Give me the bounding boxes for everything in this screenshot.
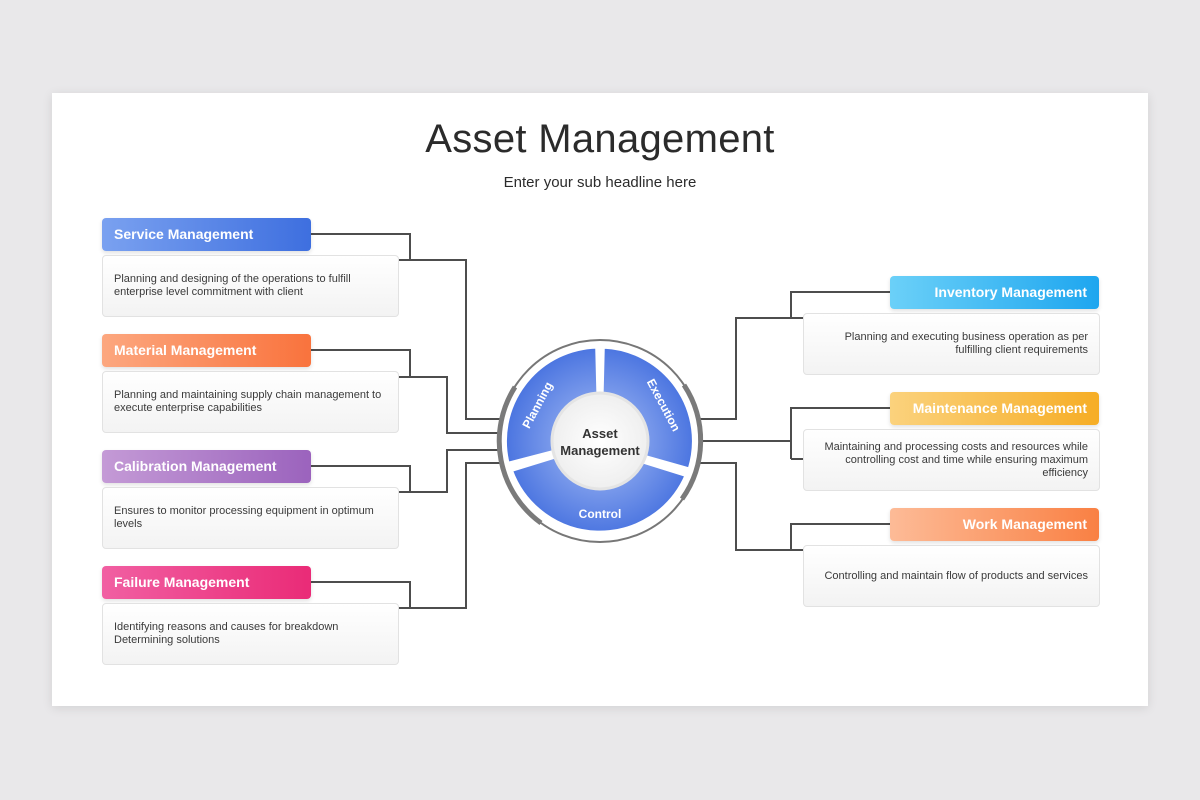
desc-material-management: Planning and maintaining supply chain ma…	[102, 371, 399, 433]
label-service-management: Service Management	[102, 218, 311, 251]
desc-line: execute enterprise capabilities	[114, 402, 262, 414]
hub-label-control: Control	[579, 507, 622, 521]
desc-service-management: Planning and designing of the operations…	[102, 255, 399, 317]
desc-line: Planning and executing business operatio…	[844, 331, 1088, 343]
desc-line: enterprise level commitment with client	[114, 286, 303, 298]
hub-center-line2: Management	[560, 443, 640, 458]
desc-line: Ensures to monitor processing equipment …	[114, 505, 374, 517]
hub-ring-accent-right	[679, 383, 704, 501]
page-subtitle: Enter your sub headline here	[503, 174, 697, 191]
desc-line: controlling cost and time while ensuring…	[845, 453, 1088, 466]
desc-line: efficiency	[1042, 466, 1088, 479]
connector-calibration	[311, 449, 500, 493]
connector-service	[311, 233, 500, 420]
hub-center-circle	[550, 391, 650, 491]
desc-line: Planning and designing of the operations…	[114, 273, 351, 285]
desc-line: Determining solutions	[114, 634, 220, 646]
desc-line: Maintaining and processing costs and res…	[824, 440, 1088, 453]
label-work-management: Work Management	[890, 508, 1099, 541]
label-calibration-management: Calibration Management	[102, 450, 311, 483]
connector-material	[311, 349, 500, 434]
connector-work	[700, 462, 890, 551]
desc-line: Identifying reasons and causes for break…	[114, 621, 339, 633]
desc-line: fulfilling client requirements	[955, 344, 1088, 356]
desc-work-management: Controlling and maintain flow of product…	[803, 545, 1100, 607]
desc-calibration-management: Ensures to monitor processing equipment …	[102, 487, 399, 549]
label-failure-management: Failure Management	[102, 566, 311, 599]
label-inventory-management: Inventory Management	[890, 276, 1099, 309]
connector-maintenance	[700, 407, 890, 459]
desc-line: levels	[114, 518, 143, 530]
desc-line: Controlling and maintain flow of product…	[824, 569, 1088, 582]
page-title: Asset Management	[425, 117, 775, 161]
desc-line: Planning and maintaining supply chain ma…	[114, 389, 382, 401]
hub-center-line1: Asset	[582, 426, 618, 441]
connector-inventory	[700, 291, 890, 420]
hub-ring-accent-left	[496, 385, 543, 526]
connector-failure	[311, 462, 500, 609]
desc-failure-management: Identifying reasons and causes for break…	[102, 603, 399, 665]
label-maintenance-management: Maintenance Management	[890, 392, 1099, 425]
desc-maintenance-management: Maintaining and processing costs and res…	[803, 429, 1100, 491]
label-material-management: Material Management	[102, 334, 311, 367]
desc-inventory-management: Planning and executing business operatio…	[803, 313, 1100, 375]
